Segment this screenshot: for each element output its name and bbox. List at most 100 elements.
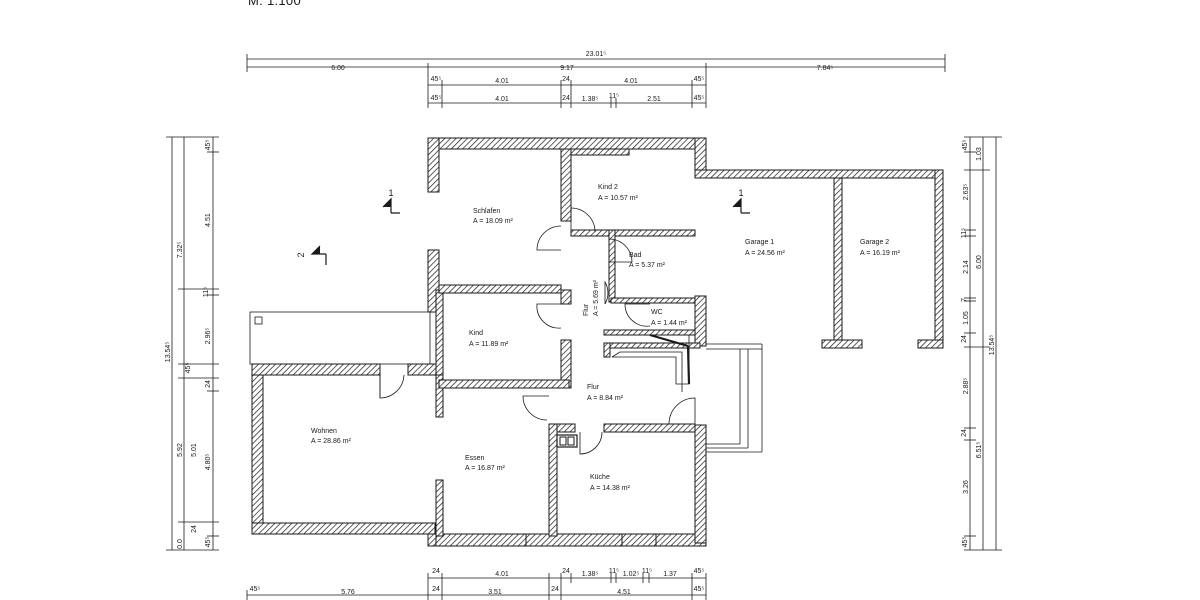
room-area: A = 28.86 m² — [311, 438, 352, 445]
dim-label: 4.51 — [205, 213, 212, 227]
dim-label: 6.00 — [331, 65, 345, 72]
room-area: A = 8.84 m² — [587, 395, 624, 402]
dim-label: 45⁵ — [205, 140, 212, 151]
dim-label: 45⁵ — [250, 586, 261, 593]
dim-label: 24 — [432, 568, 440, 575]
room-flur-upper: Flur A = 5.69 m² — [583, 279, 600, 316]
dimension-lines — [166, 54, 1002, 600]
room-kind: Kind A = 11.89 m² — [469, 330, 509, 348]
dim-label: 45⁵ — [431, 76, 442, 83]
dim-label: 45⁵ — [431, 95, 442, 102]
room-area: A = 16.19 m² — [860, 250, 901, 257]
dim-label: 4.51 — [617, 589, 631, 596]
dim-label: 7.32⁵ — [177, 242, 184, 259]
dim-label: 11⁵ — [642, 568, 652, 575]
dim-label: 2.63⁵ — [963, 184, 970, 201]
room-name: Flur — [587, 384, 600, 391]
dim-label: 45⁵ — [694, 76, 705, 83]
room-area: A = 18.09 m² — [473, 218, 514, 225]
dim-label: 4.01 — [495, 96, 509, 103]
dim-label: 45⁵ — [694, 95, 705, 102]
room-flur-lower: Flur A = 8.84 m² — [587, 384, 624, 402]
room-area: A = 5.69 m² — [593, 279, 600, 316]
scale-label: M. 1:100 — [248, 0, 301, 8]
room-kind-2: Kind 2 A = 10.57 m² — [598, 184, 639, 202]
room-essen: Essen A = 16.87 m² — [465, 455, 506, 472]
room-name: Flur — [583, 303, 590, 316]
dimension-labels-left: 13.54⁵ 7.32⁵ 45⁵ 5.92 0.0 45⁵ 4.51 11⁵ 2… — [165, 140, 212, 549]
dim-label: 45⁵ — [694, 568, 705, 575]
room-kueche: Küche A = 14.38 m² — [590, 474, 631, 492]
dim-label: 4.01 — [624, 78, 638, 85]
room-bad: Bad A = 5.37 m² — [629, 252, 666, 269]
dim-label: 1.37 — [663, 571, 677, 578]
dim-label: 45⁵ — [962, 140, 969, 151]
dim-label: 4.01 — [495, 571, 509, 578]
dimension-labels-right: 45⁵ 2.63⁵ 11⁵ 2.14 7 1.05 24 2.88⁵ 24 3.… — [961, 140, 996, 548]
room-garage-1: Garage 1 A = 24.56 m² — [745, 239, 786, 257]
dim-label: 4.80⁵ — [205, 454, 212, 471]
room-area: A = 11.89 m² — [469, 341, 509, 348]
dim-label: 5.01 — [191, 443, 198, 457]
dim-label: 23.01⁵ — [586, 51, 607, 58]
dim-label: 13.54⁵ — [989, 335, 996, 356]
room-garage-2: Garage 2 A = 16.19 m² — [860, 239, 901, 257]
room-wc: WC A = 1.44 m² — [651, 309, 688, 327]
room-name: Küche — [590, 474, 610, 481]
section-mark-2: 2 — [296, 245, 327, 265]
dim-label: 3.51 — [488, 589, 502, 596]
dim-label: 13.54⁵ — [165, 342, 172, 363]
dim-label: 7 — [961, 298, 968, 302]
dim-label: 3.26 — [963, 480, 970, 494]
dim-label: 11⁵ — [961, 228, 968, 238]
dim-label: 0.0 — [177, 539, 184, 549]
dim-label: 45⁵ — [185, 363, 192, 374]
room-name: Essen — [465, 455, 485, 462]
dim-label: 24 — [961, 429, 968, 437]
dim-label: 11⁵ — [609, 568, 619, 575]
dim-label: 2.51 — [647, 96, 661, 103]
room-schlafen: Schlafen A = 18.09 m² — [473, 208, 514, 225]
dim-label: 24 — [562, 76, 570, 83]
dim-label: 24 — [562, 568, 570, 575]
room-name: Kind — [469, 330, 483, 337]
section-label: 1 — [738, 188, 743, 198]
doors — [379, 207, 696, 455]
dim-label: 6.51⁵ — [976, 442, 983, 459]
dim-label: 5.92 — [177, 443, 184, 457]
section-mark-1-left: 1 — [382, 188, 400, 214]
room-area: A = 16.87 m² — [465, 465, 506, 472]
steps-outline — [700, 343, 763, 453]
dim-label: 45⁵ — [962, 537, 969, 548]
section-label: 2 — [296, 252, 306, 257]
dim-label: 45⁵ — [694, 586, 705, 593]
dim-label: 1.02⁵ — [623, 571, 640, 578]
room-area: A = 5.37 m² — [629, 262, 666, 269]
dim-label: 5.76 — [341, 589, 355, 596]
dim-label: 11⁵ — [609, 93, 619, 100]
dim-label: 24 — [551, 586, 559, 593]
dim-label: 24 — [205, 380, 212, 388]
dim-label: 45⁵ — [205, 537, 212, 548]
dim-label: 24 — [961, 335, 968, 343]
dim-label: 4.01 — [495, 78, 509, 85]
section-mark-1-right: 1 — [732, 188, 750, 214]
dim-label: 1.38⁵ — [582, 96, 599, 103]
room-wohnen: Wohnen A = 28.86 m² — [311, 428, 352, 445]
room-area: A = 14.38 m² — [590, 485, 631, 492]
room-name: Schlafen — [473, 208, 500, 215]
room-name: WC — [651, 309, 663, 316]
room-name: Garage 1 — [745, 239, 774, 246]
room-area: A = 1.44 m² — [651, 320, 688, 327]
walls — [251, 137, 944, 547]
room-name: Bad — [629, 252, 642, 259]
dim-label: 7.84⁵ — [817, 65, 834, 72]
room-name: Kind 2 — [598, 184, 618, 191]
dim-label: 24 — [562, 95, 570, 102]
room-area: A = 10.57 m² — [598, 195, 639, 202]
room-name: Garage 2 — [860, 239, 889, 246]
dim-label: 24 — [432, 586, 440, 593]
dimension-labels-top: 23.01⁵ 6.00 9.17 7.84⁵ 45⁵ 4.01 24 4.01 … — [331, 51, 833, 103]
dim-label: 24 — [191, 525, 198, 533]
